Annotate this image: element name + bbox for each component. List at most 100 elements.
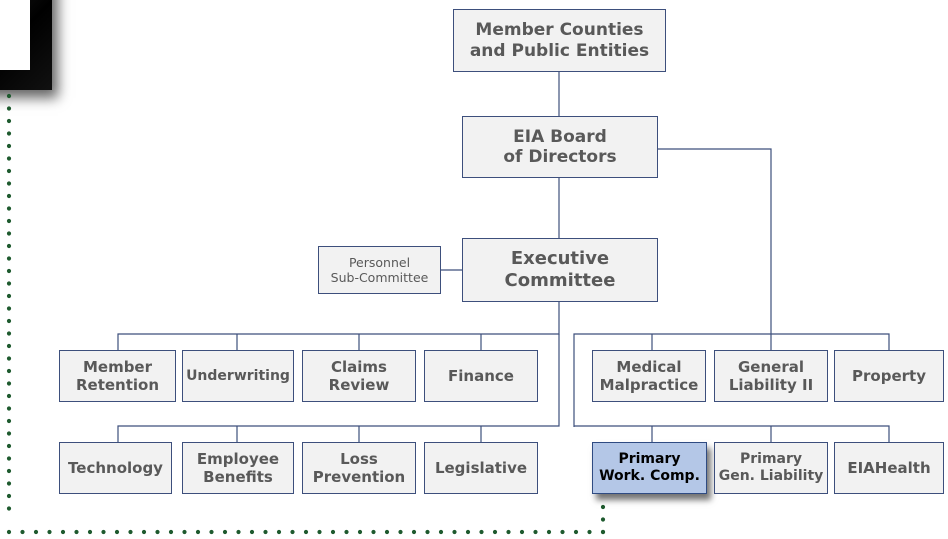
box-personnel-subcommittee[interactable]: Personnel Sub-Committee [318,246,441,294]
box-executive-committee[interactable]: Executive Committee [462,238,658,302]
border-dot [87,529,93,535]
border-dot [6,156,12,161]
border-dot [263,529,268,535]
border-dot [6,293,12,299]
border-dot [425,529,430,535]
border-dot [6,318,12,324]
border-dot [6,218,12,224]
border-dot [492,529,498,535]
border-dot [344,529,349,535]
border-dot [6,93,12,99]
border-dot [6,256,12,261]
box-member-retention[interactable]: Member Retention [59,350,176,402]
border-dot [6,368,12,374]
border-dot [411,529,417,535]
box-primary-gen-liability[interactable]: Primary Gen. Liability [714,442,828,494]
connector-executive-committees [117,302,560,350]
border-dot [222,529,228,535]
box-property[interactable]: Property [834,350,944,402]
box-legislative[interactable]: Legislative [424,442,538,494]
border-dot [6,529,12,535]
border-dot [6,181,12,186]
box-underwriting[interactable]: Underwriting [182,350,294,402]
dotted-border [6,93,606,535]
border-dot [6,493,12,499]
border-dot [6,193,12,199]
border-dot [114,529,120,535]
border-dot [6,106,12,111]
border-dot [398,529,403,535]
border-dot [357,529,363,535]
connector-executive-row2 [117,334,560,442]
border-dot [587,529,592,535]
border-dot [182,529,187,535]
box-eiahealth[interactable]: EIAHealth [834,442,944,494]
border-dot [465,529,471,535]
border-dot [317,529,322,535]
border-dot [600,517,606,522]
border-dot [249,529,255,535]
border-dot [6,406,12,411]
border-dot [6,268,12,274]
border-dot [560,529,565,535]
border-dot [47,529,52,535]
border-dot [6,481,12,486]
border-dot [6,143,12,149]
border-dot [546,529,552,535]
border-dot [141,529,147,535]
border-dot [479,529,484,535]
border-dot [533,529,538,535]
border-dot [6,306,12,311]
border-dot [600,529,606,535]
box-technology[interactable]: Technology [59,442,172,494]
border-dot [168,529,174,535]
border-dot [6,343,12,349]
border-dot [33,529,39,535]
border-dot [209,529,214,535]
border-dot [236,529,241,535]
border-dot [6,231,12,236]
border-dot [6,281,12,286]
border-dot [384,529,390,535]
border-dot [6,118,12,124]
border-dot [6,381,12,386]
border-dot [60,529,66,535]
border-dot [452,529,457,535]
border-dot [6,443,12,449]
border-dot [195,529,201,535]
border-dot [573,529,579,535]
box-primary-work-comp[interactable]: Primary Work. Comp. [592,442,707,494]
box-member-counties[interactable]: Member Counties and Public Entities [453,9,666,72]
box-medical-malpractice[interactable]: Medical Malpractice [592,350,706,402]
border-dot [6,418,12,424]
box-general-liability-ii[interactable]: General Liability II [714,350,828,402]
box-finance[interactable]: Finance [424,350,538,402]
border-dot [6,506,12,511]
border-dot [371,529,376,535]
box-eia-board[interactable]: EIA Board of Directors [462,116,658,178]
border-dot [74,529,79,535]
border-dot [303,529,309,535]
border-dot [330,529,336,535]
border-dot [20,529,25,535]
box-claims-review[interactable]: Claims Review [302,350,416,402]
border-dot [6,131,12,136]
connector-right-row2 [574,425,890,442]
border-dot [6,206,12,211]
border-dot [6,431,12,436]
connector-board-right-branch [658,148,772,350]
border-dot [6,331,12,336]
border-dot [101,529,106,535]
corner-frame-inner [0,0,30,70]
border-dot [600,504,606,510]
box-employee-benefits[interactable]: Employee Benefits [182,442,294,494]
border-dot [6,468,12,474]
connector-right-row1 [573,333,890,427]
border-dot [6,356,12,361]
border-dot [6,168,12,174]
border-dot [155,529,160,535]
border-dot [6,393,12,399]
box-loss-prevention[interactable]: Loss Prevention [302,442,416,494]
